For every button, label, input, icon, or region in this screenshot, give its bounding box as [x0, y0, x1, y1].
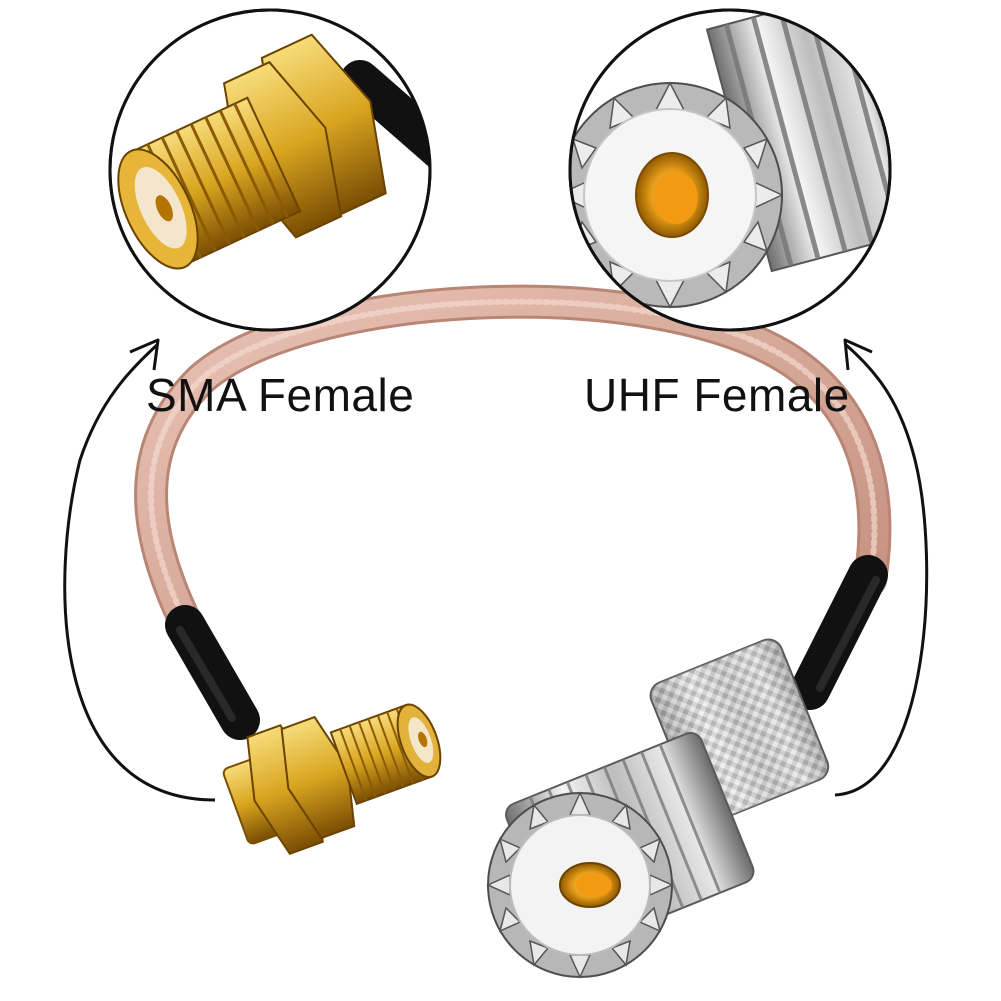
uhf-zoom-circle: [568, 8, 892, 332]
curved-arrow-up-icon: [63, 338, 216, 802]
uhf-face: [486, 791, 674, 979]
right-heat-shrink: [790, 555, 888, 710]
uhf-female-label: UHF Female: [584, 369, 850, 421]
coax-cable: [134, 284, 892, 677]
sma-female-label: SMA Female: [146, 369, 415, 421]
sma-female-connector: [222, 703, 442, 855]
uhf-female-connector: [486, 638, 830, 979]
left-heat-shrink: [165, 605, 260, 740]
curved-arrow-up-icon: [834, 338, 929, 797]
sma-zoom-circle: [108, 8, 432, 332]
